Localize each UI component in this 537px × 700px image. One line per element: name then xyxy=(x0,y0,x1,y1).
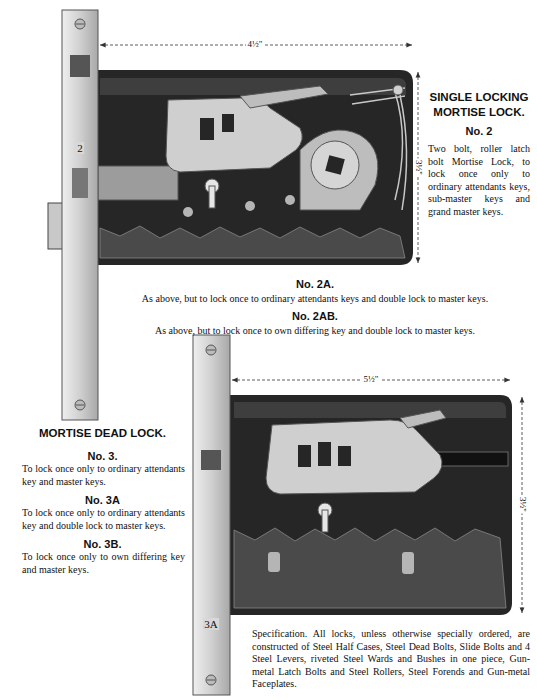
faceplate-mark: 3A xyxy=(199,618,223,631)
description: As above, but to lock once to own differ… xyxy=(100,324,530,337)
lever xyxy=(266,420,442,494)
model-number: No. 2AB. xyxy=(100,309,530,323)
heading: MORTISE DEAD LOCK. xyxy=(20,426,185,441)
model-number: No. 2 xyxy=(423,124,535,138)
follower xyxy=(300,130,378,210)
model-number: No. 3. xyxy=(20,449,185,463)
faceplate xyxy=(62,10,98,420)
heading: SINGLE LOCKING MORTISE LOCK. xyxy=(423,90,535,120)
faceplate-mark: 2 xyxy=(68,142,92,155)
faceplate xyxy=(193,335,230,695)
lock-case xyxy=(95,70,413,265)
description: To lock once only to ordinary attendants… xyxy=(22,507,185,532)
description: Two bolt, roller latch bolt Mortise Lock… xyxy=(428,143,530,218)
dimension-label: 5½" xyxy=(351,374,391,385)
description: As above, but to lock once to ordinary a… xyxy=(100,292,530,305)
dimension-label: 3½" xyxy=(517,485,528,525)
dimension-label: 3½" xyxy=(413,148,424,188)
model-number: No. 2A. xyxy=(100,277,530,291)
description: To lock once only to own differing key a… xyxy=(22,551,185,576)
model-number: No. 3B. xyxy=(20,537,185,551)
lever xyxy=(166,98,302,172)
specification-note: Specification. All locks, unless otherwi… xyxy=(252,628,530,691)
dimension-label: 4½" xyxy=(235,39,275,50)
lock-case xyxy=(228,395,512,615)
spring xyxy=(350,88,407,210)
model-number: No. 3A xyxy=(20,493,185,507)
dead-bolt xyxy=(98,166,178,200)
description: To lock once only to ordinary attendants… xyxy=(22,463,185,488)
